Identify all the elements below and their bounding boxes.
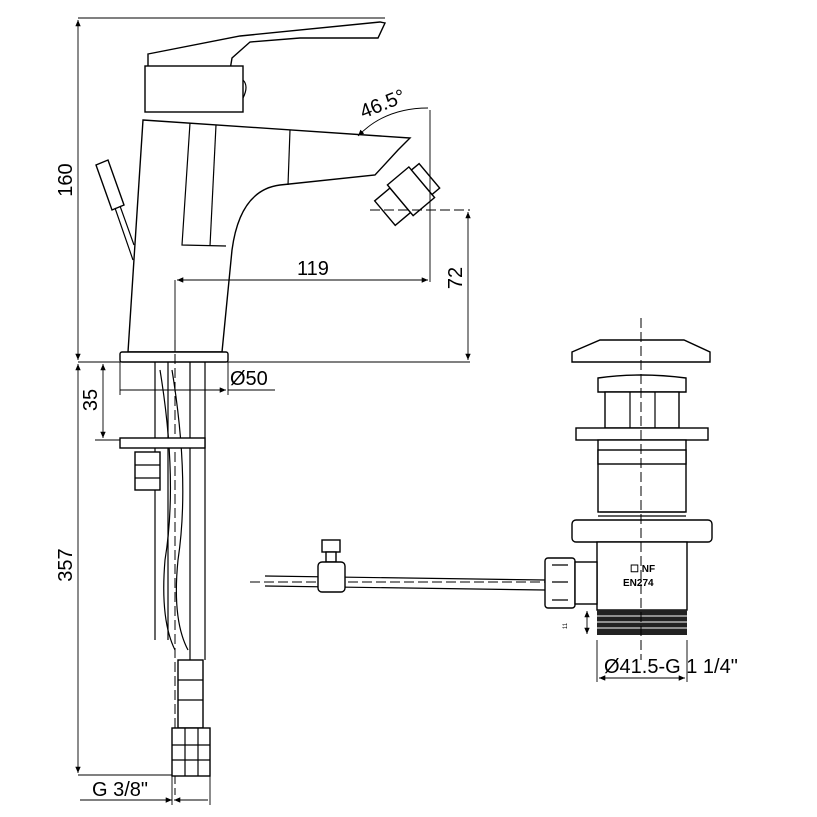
dim-shank-depth: 35 xyxy=(80,389,102,411)
dim-thread-height: 11 xyxy=(563,622,569,629)
dimension-lines xyxy=(75,17,471,805)
faucet-body xyxy=(127,119,412,353)
hose-connector xyxy=(171,659,211,777)
nf-logo: ☐ NF xyxy=(630,564,655,575)
popup-rod xyxy=(95,159,135,261)
popup-waste: ☐ NF EN274 xyxy=(250,318,713,682)
waste-thread xyxy=(597,610,687,635)
lever-handle xyxy=(147,21,387,71)
rod-clamp xyxy=(317,539,346,593)
base-plate xyxy=(119,351,229,363)
lever-cartridge-head xyxy=(144,65,244,113)
fixing-washer xyxy=(119,437,206,449)
dim-spout-height: 72 xyxy=(445,267,467,289)
dim-hose-length: 357 xyxy=(55,548,77,581)
waste-body xyxy=(596,541,688,611)
bidet-mixer xyxy=(95,21,441,795)
dim-total-height: 160 xyxy=(55,163,77,196)
dim-waste-thread: Ø41.5-G 1 1/4" xyxy=(604,656,738,678)
dim-spout-reach: 119 xyxy=(297,258,329,280)
dim-base-diameter: Ø50 xyxy=(230,368,268,390)
bidet-nozzle xyxy=(373,162,441,227)
standard-marking: EN274 xyxy=(623,578,654,589)
dim-hose-thread: G 3/8" xyxy=(92,779,148,801)
waste-flange xyxy=(571,519,713,543)
fixing-nut xyxy=(134,451,161,491)
rod-nut xyxy=(544,557,598,609)
